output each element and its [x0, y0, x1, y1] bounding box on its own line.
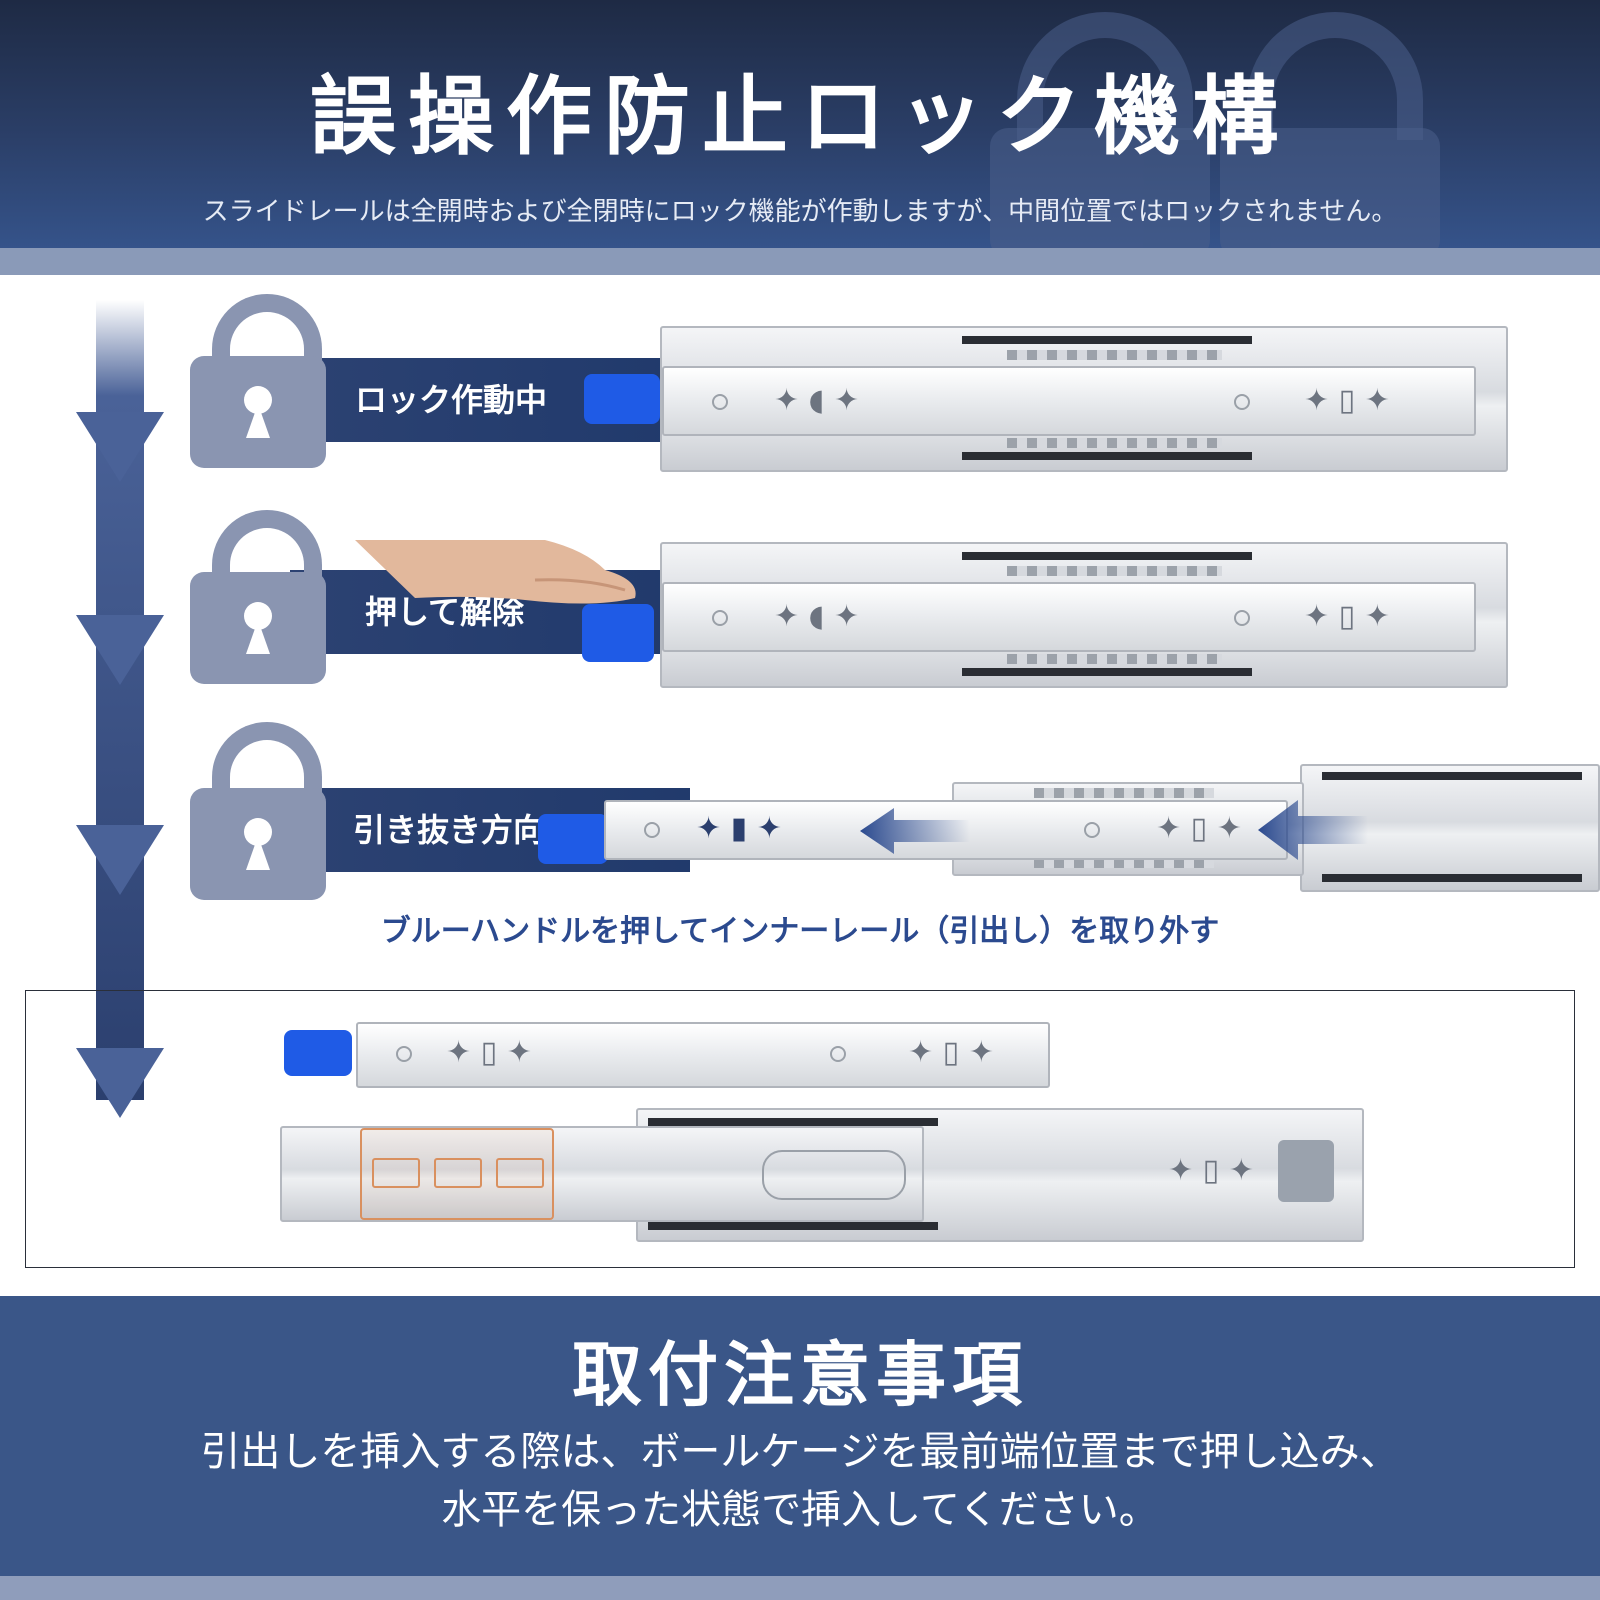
- finger-icon: [355, 540, 636, 604]
- removed-inner-rail: ✦ ▯ ✦ ✦ ▯ ✦: [356, 1022, 1050, 1088]
- ball-cage: [360, 1128, 554, 1220]
- footer-title: 取付注意事項: [572, 1334, 1028, 1416]
- blue-release-handle: [582, 604, 654, 662]
- flow-arrowhead-icon: [76, 412, 164, 482]
- latch-mechanism: [762, 1150, 906, 1200]
- lock-body: [190, 788, 326, 900]
- footer-banner: [0, 1296, 1600, 1576]
- slide-rail-unlocking: ✦ ◖ ✦ ✦ ▯ ✦: [660, 542, 1508, 688]
- page-title: 誤操作防止ロック機構: [310, 67, 1290, 167]
- footer-text-line: 水平を保った状態で挿入してください。: [441, 1487, 1159, 1533]
- arrow-left-icon: [860, 808, 970, 854]
- footer-divider: [0, 1576, 1600, 1600]
- flow-arrowhead-icon: [76, 825, 164, 895]
- lock-body: [190, 356, 326, 468]
- header-banner: [0, 0, 1600, 248]
- step-label: 押して解除: [365, 593, 525, 631]
- blue-release-handle: [538, 814, 608, 864]
- rail-end-bracket: [1278, 1140, 1334, 1202]
- removal-instruction: ブルーハンドルを押してインナーレール（引出し）を取り外す: [380, 914, 1220, 949]
- detail-box: [25, 990, 1575, 1268]
- header-divider: [0, 248, 1600, 275]
- flow-arrowhead-icon: [76, 615, 164, 685]
- step-label: ロック作動中: [355, 381, 548, 419]
- blue-release-handle: [284, 1030, 352, 1076]
- step-label: 引き抜き方向: [353, 811, 546, 849]
- arrow-left-icon: [1258, 800, 1368, 860]
- slide-rail-closed: ✦ ◖ ✦ ✦ ▯ ✦: [660, 326, 1508, 472]
- page-subtitle: スライドレールは全開時および全閉時にロック機能が作動しますが、中間位置ではロック…: [202, 197, 1398, 227]
- flow-arrowhead-icon: [76, 1048, 164, 1118]
- lock-body: [190, 572, 326, 684]
- middle-rail-assembly: [280, 1126, 924, 1222]
- blue-release-handle: [584, 374, 660, 424]
- footer-text-line: 引出しを挿入する際は、ボールケージを最前端位置まで押し込み、: [200, 1429, 1400, 1475]
- background-padlock-icon: [990, 12, 1440, 248]
